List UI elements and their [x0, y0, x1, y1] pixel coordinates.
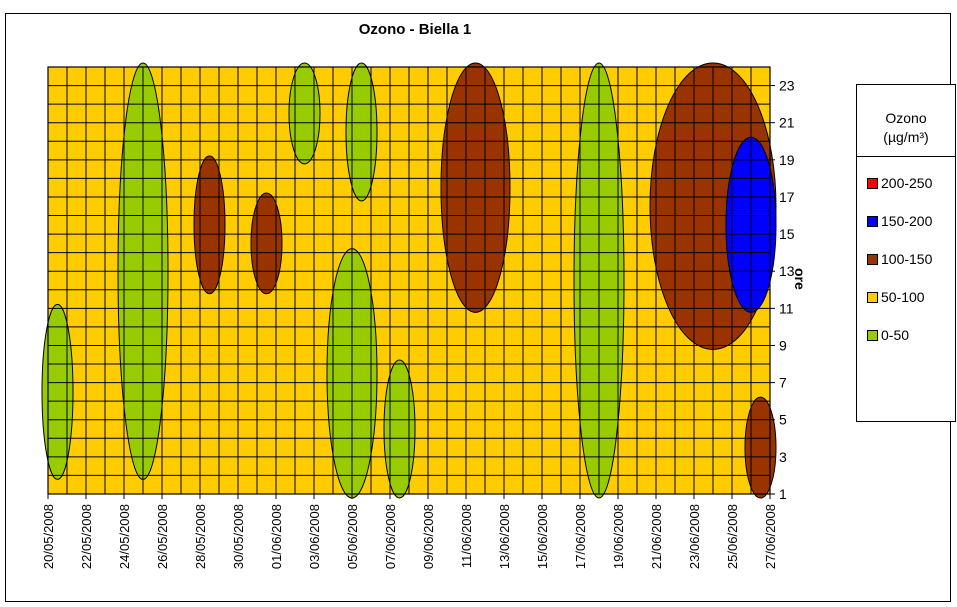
y-tick-label: 5 — [779, 412, 787, 428]
y-tick-label: 1 — [779, 486, 787, 502]
x-tick-label: 22/05/2008 — [79, 504, 94, 569]
y-tick-label: 23 — [779, 78, 795, 94]
y-tick-label: 15 — [779, 226, 795, 242]
x-tick-label: 11/06/2008 — [459, 504, 474, 568]
legend-swatch — [867, 215, 878, 227]
x-tick-label: 30/05/2008 — [231, 504, 246, 569]
x-tick-label: 01/06/2008 — [269, 504, 284, 569]
x-tick-label: 09/06/2008 — [421, 504, 436, 569]
legend-swatch — [867, 329, 878, 341]
legend-item: 150-200 — [867, 213, 932, 229]
legend-title: Ozono (µg/m³) — [857, 85, 955, 157]
y-axis-label: ore — [792, 268, 808, 290]
x-tick-label: 25/06/2008 — [725, 504, 740, 569]
contour-region-0-50-1 — [41, 303, 74, 480]
x-tick-label: 28/05/2008 — [193, 504, 208, 569]
y-tick-label: 9 — [779, 337, 787, 353]
x-tick-label: 20/05/2008 — [41, 504, 56, 569]
x-tick-label: 27/06/2008 — [763, 504, 778, 569]
legend-title-line1: Ozono — [885, 110, 927, 126]
x-tick-label: 03/06/2008 — [307, 504, 322, 569]
x-tick-label: 26/05/2008 — [155, 504, 170, 569]
legend-label: 100-150 — [881, 251, 933, 267]
legend-item: 100-150 — [867, 251, 932, 267]
contour-region-100-150-9 — [193, 155, 226, 295]
legend-label: 0-50 — [881, 327, 910, 343]
x-tick-label: 13/06/2008 — [497, 504, 512, 569]
y-tick-label: 11 — [779, 300, 794, 316]
legend-swatch — [867, 177, 878, 189]
contour-region-0-50-6 — [383, 359, 416, 499]
y-tick-label: 19 — [779, 152, 795, 168]
chart-title: Ozono - Biella 1 — [358, 21, 472, 38]
y-tick-label: 21 — [779, 115, 795, 131]
legend-label: 150-200 — [881, 213, 933, 229]
contour-region-100-150-7 — [440, 62, 511, 313]
legend-item: 0-50 — [867, 327, 909, 343]
contour-region-100-150-11 — [744, 396, 777, 499]
x-tick-label: 15/06/2008 — [535, 504, 550, 569]
legend-item: 200-250 — [867, 175, 932, 191]
y-tick-label: 13 — [779, 263, 795, 279]
x-tick-label: 05/06/2008 — [345, 504, 360, 569]
legend-title-line2: (µg/m³) — [883, 129, 929, 145]
y-tick-label: 7 — [779, 375, 787, 391]
x-tick-label: 19/06/2008 — [611, 504, 626, 569]
x-tick-label: 24/05/2008 — [117, 504, 132, 569]
y-tick-label: 3 — [779, 449, 787, 465]
contour-region-100-150-10 — [250, 192, 283, 295]
legend-label: 200-250 — [881, 175, 933, 191]
y-tick-label: 17 — [779, 189, 795, 205]
x-tick-label: 17/06/2008 — [573, 504, 588, 569]
legend-swatch — [867, 253, 878, 265]
x-tick-label: 07/06/2008 — [383, 504, 398, 569]
legend-item: 50-100 — [867, 289, 925, 305]
plot-border — [47, 66, 771, 495]
legend-swatch — [867, 291, 878, 303]
x-tick-label: 23/06/2008 — [687, 504, 702, 569]
legend-label: 50-100 — [881, 289, 925, 305]
contour-region-0-50-5 — [345, 62, 378, 202]
x-tick-label: 21/06/2008 — [649, 504, 664, 569]
legend: Ozono (µg/m³) 200-250 150-200 100-150 50-10… — [856, 84, 956, 422]
contour-region-0-50-4 — [288, 62, 321, 165]
